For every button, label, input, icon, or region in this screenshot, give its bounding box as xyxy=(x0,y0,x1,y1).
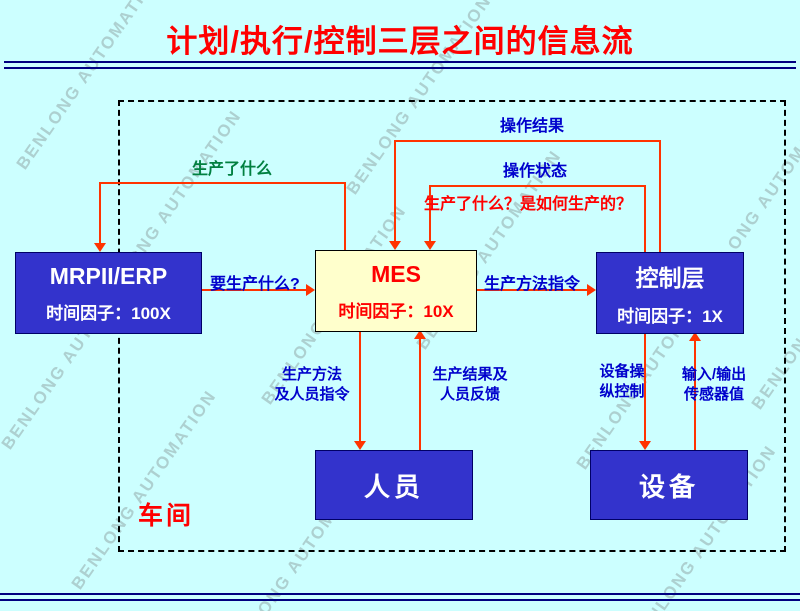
arrow-personnel-to-mes xyxy=(419,339,421,450)
mes-name: MES xyxy=(371,260,421,287)
label-line: 人员反馈 xyxy=(439,386,500,404)
personnel-box: 人员 xyxy=(315,450,473,520)
arrow-what-produced xyxy=(344,182,346,250)
label-line: 及人员指令 xyxy=(274,386,350,404)
label-method-personnel-command: 生产方法 及人员指令 xyxy=(267,365,357,406)
personnel-name: 人员 xyxy=(363,471,424,502)
label-line: 设备操 xyxy=(599,363,645,380)
label-line: 生产方法 xyxy=(281,366,342,383)
arrowhead-right-icon xyxy=(306,284,315,296)
control-layer-box: 控制层 时间因子：1X xyxy=(596,252,744,334)
control-layer-name: 控制层 xyxy=(635,265,705,291)
equipment-name: 设备 xyxy=(638,471,699,502)
label-operation-status: 操作状态 xyxy=(503,163,568,180)
mes-time-factor: 时间因子：10X xyxy=(338,301,454,321)
label-line: 传感器值 xyxy=(683,386,744,404)
arrowhead-down-icon xyxy=(94,243,106,252)
equipment-box: 设备 xyxy=(590,450,748,520)
mrp-erp-box: MRPII/ERP 时间因子：100X xyxy=(15,252,202,334)
arrowhead-down-icon xyxy=(354,441,366,450)
arrow-operation-status xyxy=(429,185,431,241)
title-double-rule xyxy=(4,61,796,69)
mes-box: MES 时间因子：10X xyxy=(315,250,477,332)
arrow-what-to-produce xyxy=(200,289,306,291)
arrow-mes-to-personnel xyxy=(359,330,361,441)
arrowhead-down-icon xyxy=(424,241,436,250)
label-what-to-produce: 要生产什么? xyxy=(210,276,300,293)
arrow-operation-status xyxy=(429,185,646,187)
arrow-what-produced xyxy=(99,182,101,243)
arrowhead-up-icon xyxy=(689,332,701,341)
arrow-method-command xyxy=(475,289,587,291)
label-method-command: 生产方法指令 xyxy=(484,276,581,293)
mrp-erp-time-factor: 时间因子：100X xyxy=(46,303,171,323)
arrowhead-up-icon xyxy=(414,330,426,339)
arrowhead-down-icon xyxy=(389,241,401,250)
arrowhead-right-icon xyxy=(587,284,596,296)
arrow-equipment-to-control xyxy=(694,341,696,450)
arrow-operation-result xyxy=(394,140,661,142)
arrow-operation-result xyxy=(394,140,396,241)
mrp-erp-name: MRPII/ERP xyxy=(49,262,168,289)
label-line: 生产结果及 xyxy=(432,366,508,383)
label-sensor-values: 输入/输出 传感器值 xyxy=(672,365,756,406)
label-equipment-control: 设备操 纵控制 xyxy=(596,362,648,403)
label-operation-result: 操作结果 xyxy=(500,118,565,135)
label-line: 纵控制 xyxy=(599,383,645,401)
label-what-produced: 生产了什么 xyxy=(192,161,273,178)
arrow-operation-status xyxy=(644,185,646,252)
footer-double-rule xyxy=(0,593,800,601)
label-what-and-how-produced: 生产了什么？是如何生产的？ xyxy=(424,196,633,213)
arrow-control-to-equipment xyxy=(644,332,646,441)
arrow-what-produced xyxy=(99,182,346,184)
arrowhead-down-icon xyxy=(639,441,651,450)
control-time-factor: 时间因子：1X xyxy=(617,307,723,326)
arrow-operation-result xyxy=(659,140,661,252)
page-title: 计划/执行/控制三层之间的信息流 xyxy=(166,24,634,59)
label-line: 输入/输出 xyxy=(681,366,747,383)
workshop-label: 车间 xyxy=(138,502,195,530)
label-result-feedback: 生产结果及 人员反馈 xyxy=(425,365,515,406)
